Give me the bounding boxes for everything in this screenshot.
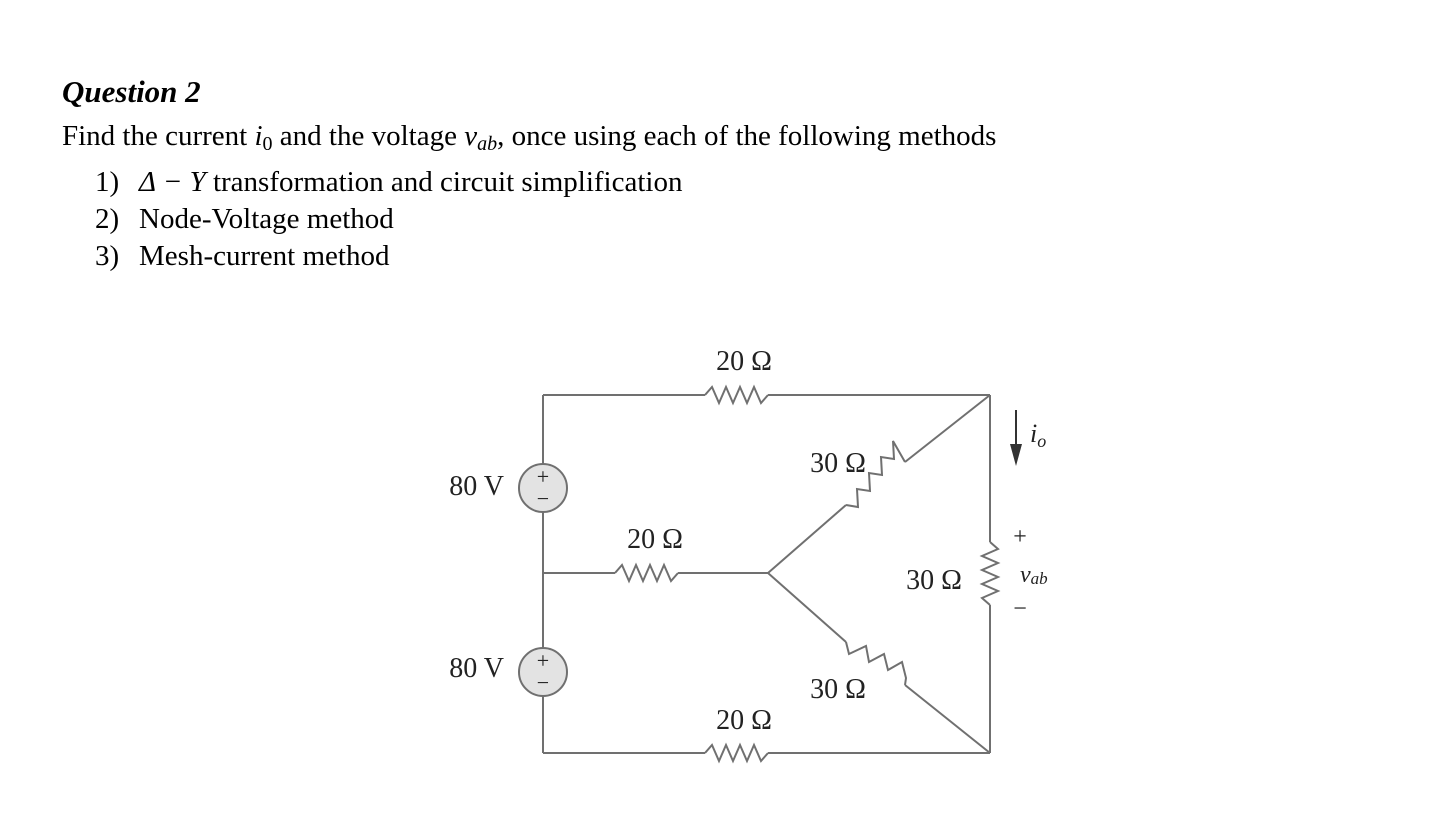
svg-text:vab: vab: [1020, 562, 1048, 588]
wire-y-upper-1: [767, 504, 847, 574]
resistor-bottom-label: 20 Ω: [716, 705, 772, 736]
prompt-text-1: Find the current: [62, 120, 255, 152]
voltage-indicator: + vab −: [1013, 524, 1047, 622]
method-text: transformation and circuit simplificatio…: [205, 166, 683, 198]
source-upper: + −: [518, 463, 568, 513]
vab-variable: v: [464, 120, 478, 152]
prompt-text-3: , once using each of the following metho…: [497, 120, 997, 152]
source-lower-minus: −: [537, 670, 549, 695]
resistor-bottom: [704, 742, 769, 764]
resistor-y-lower-label: 30 Ω: [810, 674, 866, 705]
resistor-top: [704, 384, 769, 406]
wire-y-lower-1: [767, 572, 847, 643]
method-item: 3) Mesh-current method: [95, 238, 1362, 275]
method-item: 1) Δ − Y transformation and circuit simp…: [95, 164, 1362, 201]
current-var: i: [1030, 419, 1037, 448]
method-number: 3): [95, 240, 120, 272]
method-text: Mesh-current method: [139, 240, 390, 272]
source-upper-label: 80 V: [449, 471, 504, 502]
voltage-minus: −: [1013, 596, 1027, 622]
resistor-right: [979, 541, 1001, 606]
resistor-mid-label: 20 Ω: [627, 524, 683, 555]
resistor-y-lower: [845, 641, 908, 686]
source-lower-label: 80 V: [449, 653, 504, 684]
method-text: Node-Voltage method: [139, 203, 394, 235]
resistor-mid: [614, 562, 679, 584]
wire-y-upper-2: [904, 394, 991, 463]
io-variable: i: [254, 120, 263, 152]
method-item: 2) Node-Voltage method: [95, 201, 1362, 238]
vab-subscript: ab: [477, 133, 498, 155]
io-subscript: 0: [262, 133, 273, 155]
method-math-prefix: Δ − Y: [139, 166, 206, 198]
method-number: 1): [95, 166, 120, 198]
voltage-var: v: [1020, 562, 1031, 588]
source-lower-plus: +: [537, 648, 549, 673]
svg-text:io: io: [1030, 419, 1046, 451]
question-title: Question 2: [62, 74, 201, 109]
resistor-y-upper: [845, 440, 906, 509]
prompt-text-2: and the voltage: [272, 120, 465, 152]
voltage-sub: ab: [1031, 569, 1048, 588]
question-prompt: Find the current i0 and the voltage vab,…: [62, 116, 1362, 164]
source-lower: + −: [518, 647, 568, 697]
method-number: 2): [95, 203, 120, 235]
current-indicator: io: [1010, 410, 1046, 466]
resistor-y-upper-label: 30 Ω: [810, 448, 866, 479]
source-upper-plus: +: [537, 464, 549, 489]
source-upper-minus: −: [537, 486, 549, 511]
resistor-right-label: 30 Ω: [906, 565, 962, 596]
current-sub: o: [1037, 431, 1046, 451]
methods-list: 1) Δ − Y transformation and circuit simp…: [62, 164, 1362, 275]
voltage-plus: +: [1013, 524, 1027, 550]
resistor-top-label: 20 Ω: [716, 346, 772, 377]
wire-y-lower-2: [904, 684, 991, 754]
question-block: Question 2 Find the current i0 and the v…: [62, 72, 1362, 275]
